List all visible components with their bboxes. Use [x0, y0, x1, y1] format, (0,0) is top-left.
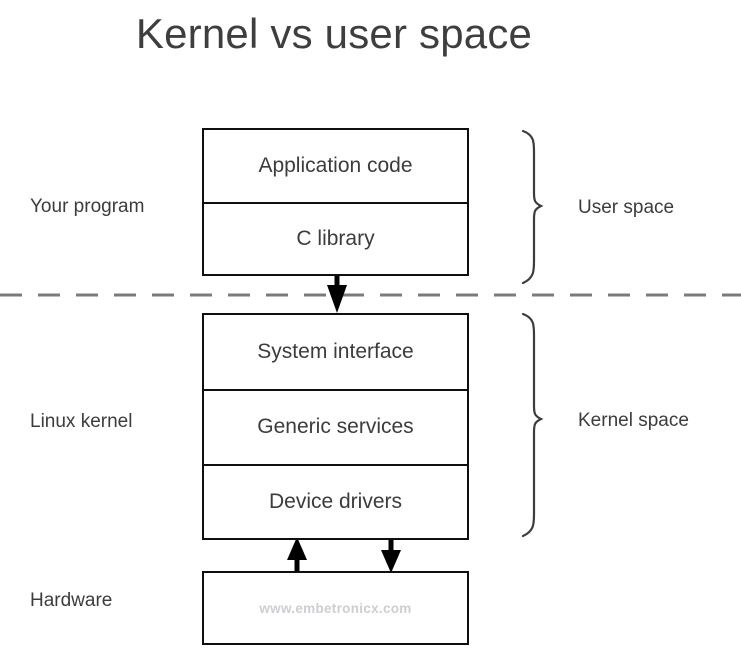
box-c-library-label: C library [296, 227, 375, 250]
hardware-box: www.embetronicx.com [202, 571, 469, 645]
box-device-drivers: Device drivers [204, 463, 467, 538]
box-c-library: C library [204, 202, 467, 274]
page-title: Kernel vs user space [135, 10, 533, 57]
kernel-space-brace [521, 312, 544, 538]
side-label-your-program: Your program [30, 196, 145, 217]
user-space-brace [521, 129, 544, 285]
box-application-code-label: Application code [258, 154, 413, 177]
arrow-c-library-to-system-interface [327, 276, 347, 313]
brace-label-user-space: User space [578, 197, 675, 218]
box-hardware-content: www.embetronicx.com [204, 573, 467, 643]
side-label-hardware: Hardware [30, 590, 113, 611]
arrow-device-drivers-to-hardware [381, 540, 401, 573]
box-device-drivers-label: Device drivers [268, 489, 403, 513]
arrow-hardware-to-device-drivers [287, 537, 307, 571]
user-space-box-stack: Application code C library [202, 128, 469, 276]
box-application-code: Application code [204, 130, 467, 202]
watermark-text: www.embetronicx.com [259, 600, 412, 616]
kernel-space-box-stack: System interface Generic services Device… [202, 313, 469, 540]
box-generic-services: Generic services [204, 389, 467, 464]
brace-label-kernel-space: Kernel space [578, 410, 689, 431]
box-system-interface-label: System interface [257, 340, 414, 364]
side-label-linux-kernel: Linux kernel [30, 411, 133, 432]
box-generic-services-label: Generic services [257, 415, 414, 439]
box-system-interface: System interface [204, 315, 467, 390]
